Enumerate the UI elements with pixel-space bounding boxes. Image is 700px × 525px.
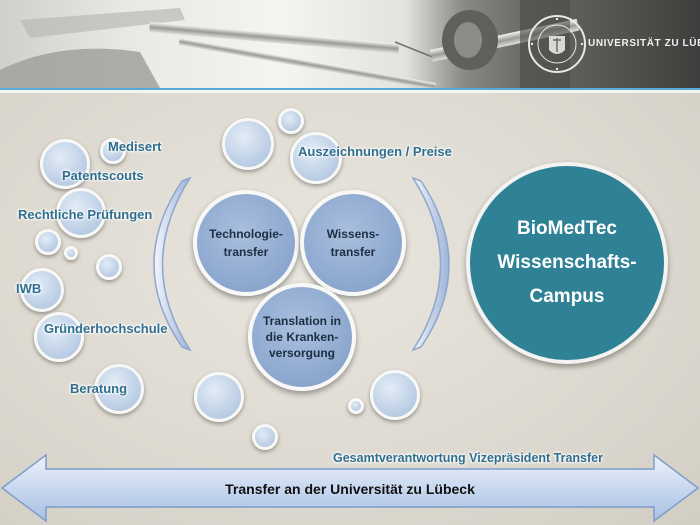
campus-line-3: Campus xyxy=(529,286,605,307)
translation-bubble: Translation in die Kranken-versorgung xyxy=(248,283,356,391)
bubble xyxy=(64,246,78,260)
translation-line-1: Translation in xyxy=(262,314,341,328)
technologietransfer-bubble: Technologie-transfer xyxy=(193,190,299,296)
technologie-line-1: Technologie- xyxy=(209,227,283,241)
bubble xyxy=(100,138,126,164)
right-bracket xyxy=(411,176,450,352)
bubble xyxy=(20,268,64,312)
bubble xyxy=(194,372,244,422)
label-beratung: Beratung xyxy=(70,381,128,396)
campus-line-2: Wissenschafts- xyxy=(497,252,637,273)
header-rule-light xyxy=(0,90,700,93)
technologie-line-2: transfer xyxy=(223,245,269,259)
university-seal-icon xyxy=(528,15,586,73)
wissenstransfer-bubble: Wissens-transfer xyxy=(300,190,406,296)
bubble xyxy=(56,188,106,238)
label-iwb: IWB xyxy=(16,281,42,296)
translation-line-2: die Kranken- xyxy=(265,330,339,344)
bubble xyxy=(94,364,144,414)
label-medisert: Medisert xyxy=(108,139,162,154)
bubble xyxy=(348,398,364,414)
responsibility-label: Gesamtverantwortung Vizepräsident Transf… xyxy=(333,451,603,465)
label-gruenderhochschule: Gründerhochschule xyxy=(44,321,168,336)
header-rule xyxy=(0,88,700,90)
left-bracket xyxy=(153,176,192,352)
bubble xyxy=(40,139,90,189)
label-patentscouts: Patentscouts xyxy=(62,168,144,183)
wissens-line-1: Wissens- xyxy=(326,227,380,241)
campus-line-1: BioMedTec xyxy=(517,218,617,239)
bubble xyxy=(34,312,84,362)
bubble xyxy=(278,108,304,134)
header-banner: UNIVERSITÄT ZU LÜBECK xyxy=(0,0,700,88)
bubble xyxy=(35,229,61,255)
bubble xyxy=(252,424,278,450)
bubble xyxy=(96,254,122,280)
translation-line-3: versorgung xyxy=(268,346,335,360)
bubble xyxy=(290,132,342,184)
bubble xyxy=(222,118,274,170)
wissens-line-2: transfer xyxy=(330,245,376,259)
label-auszeichnungen: Auszeichnungen / Preise xyxy=(298,144,452,159)
university-name: UNIVERSITÄT ZU LÜBECK xyxy=(588,38,700,49)
biomedtec-campus-circle: BioMedTec Wissenschafts- Campus xyxy=(466,162,668,364)
label-rechtliche-pruefungen: Rechtliche Prüfungen xyxy=(18,207,153,222)
bubble xyxy=(370,370,420,420)
transfer-arrow-label: Transfer an der Universität zu Lübeck xyxy=(225,481,475,497)
